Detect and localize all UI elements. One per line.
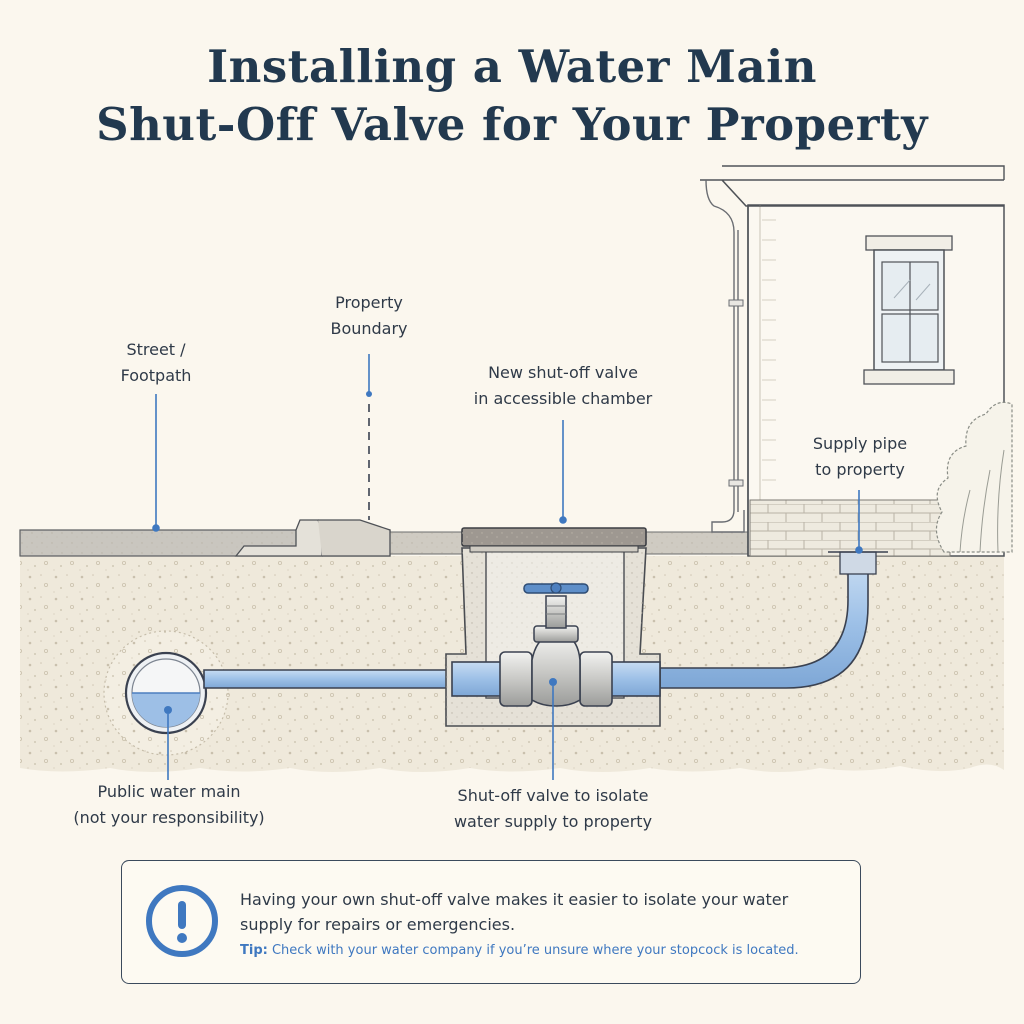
callout-tip: Tip: Check with your water company if yo…	[240, 943, 850, 958]
property-boundary-label: Property Boundary	[330, 293, 408, 338]
boundary-marker	[366, 354, 372, 520]
house-window	[863, 235, 955, 385]
page-title: Installing a Water Main Shut-Off Valve f…	[0, 38, 1024, 154]
title-line-2: Shut-Off Valve for Your Property	[96, 98, 928, 151]
street-leader	[152, 394, 160, 532]
exclamation-circle-icon	[146, 885, 218, 957]
water-main-label: Public water main (not your responsibili…	[73, 782, 265, 827]
tip-text: Check with your water company if you’re …	[271, 943, 799, 958]
isolate-valve-leader	[549, 678, 557, 780]
new-valve-label: New shut-off valve in accessible chamber	[473, 363, 653, 408]
street-surface	[19, 519, 751, 557]
new-valve-leader	[559, 420, 567, 524]
gate-valve	[451, 582, 661, 707]
tip-label: Tip:	[240, 943, 268, 958]
info-callout: Having your own shut-off valve makes it …	[121, 860, 861, 984]
public-water-main	[103, 630, 229, 756]
shrub	[935, 401, 1013, 553]
supply-pipe-label: Supply pipe to property	[812, 434, 908, 479]
supply-pipe-leader	[855, 490, 863, 554]
isolate-valve-label: Shut-off valve to isolate water supply t…	[453, 786, 653, 831]
water-main-leader	[164, 706, 172, 780]
title-line-1: Installing a Water Main	[207, 40, 817, 93]
callout-message: Having your own shut-off valve makes it …	[240, 890, 789, 934]
street-footpath-label: Street / Footpath	[120, 340, 192, 385]
